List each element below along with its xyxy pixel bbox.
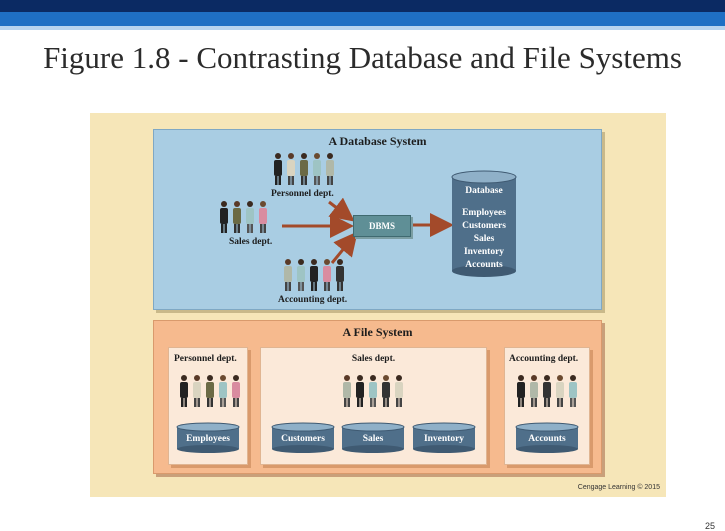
fs-file-label: Customers — [281, 434, 325, 444]
fs-personnel-label: Personnel dept. — [174, 354, 237, 364]
file-system-title: A File System — [342, 325, 413, 339]
database-item: Customers — [462, 221, 506, 231]
credit-line: Cengage Learning © 2015 — [577, 484, 660, 491]
header-band-dark — [0, 0, 725, 12]
fs-file-label: Accounts — [528, 434, 566, 444]
fs-file-cylinder: Customers — [271, 422, 335, 454]
accounting-people-icon — [284, 259, 344, 291]
database-item: Employees — [462, 208, 506, 218]
slide-title: Figure 1.8 - Contrasting Database and Fi… — [43, 40, 682, 75]
fs-file-cylinder: Employees — [176, 422, 240, 454]
fs-accounting-box: Accounting dept. Accounts — [504, 347, 590, 465]
db-accounting-label: Accounting dept. — [278, 295, 348, 305]
file-cylinder-icon — [271, 422, 335, 453]
figure: A Database System Personnel dept. — [90, 113, 666, 497]
database-cylinder-icon — [451, 170, 517, 277]
header-band-light — [0, 26, 725, 30]
person-icon — [274, 153, 282, 185]
fs-sales-label: Sales dept. — [351, 354, 396, 364]
fs-personnel-people-icon — [180, 375, 240, 407]
fs-file-cylinder: Sales — [341, 422, 405, 454]
sales-people-icon — [220, 201, 267, 233]
fs-sales-people-icon — [343, 375, 403, 407]
fs-file-label: Sales — [362, 434, 384, 444]
header-band-blue — [0, 12, 725, 26]
fs-file-cylinder: Inventory — [412, 422, 476, 454]
database-title: Database — [465, 186, 503, 196]
personnel-to-dbms-arrow — [328, 197, 355, 222]
accounting-to-dbms-arrow — [330, 231, 358, 264]
page-number: 25 — [705, 521, 716, 531]
database-item: Sales — [473, 234, 495, 244]
db-personnel-label: Personnel dept. — [271, 189, 334, 199]
file-cylinder-icon — [412, 422, 476, 453]
db-sales-label: Sales dept. — [229, 237, 273, 247]
fs-file-label: Inventory — [423, 434, 465, 444]
fs-accounting-label: Accounting dept. — [509, 354, 579, 364]
fs-file-label: Employees — [186, 434, 230, 444]
database-contents: Database Employees Customers Sales Inven… — [451, 185, 517, 272]
database-system-title: A Database System — [328, 134, 427, 148]
personnel-people-icon — [274, 153, 334, 185]
fs-accounting-people-icon — [517, 375, 577, 407]
file-cylinder-icon — [515, 422, 579, 453]
database-item: Inventory — [463, 247, 505, 257]
flow-arrows — [282, 197, 454, 264]
dbms-box: DBMS — [353, 215, 411, 237]
fs-file-cylinder: Accounts — [515, 422, 579, 454]
file-cylinder-icon — [176, 422, 240, 453]
database-system-panel: A Database System Personnel dept. — [153, 129, 602, 310]
fs-sales-box: Sales dept. Customers — [260, 347, 487, 465]
database-cylinder: Database Employees Customers Sales Inven… — [451, 170, 517, 278]
database-item: Accounts — [465, 260, 503, 270]
fs-personnel-box: Personnel dept. Employees — [168, 347, 248, 465]
file-system-panel: A File System Personnel dept. Employees — [153, 320, 602, 474]
file-cylinder-icon — [341, 422, 405, 453]
